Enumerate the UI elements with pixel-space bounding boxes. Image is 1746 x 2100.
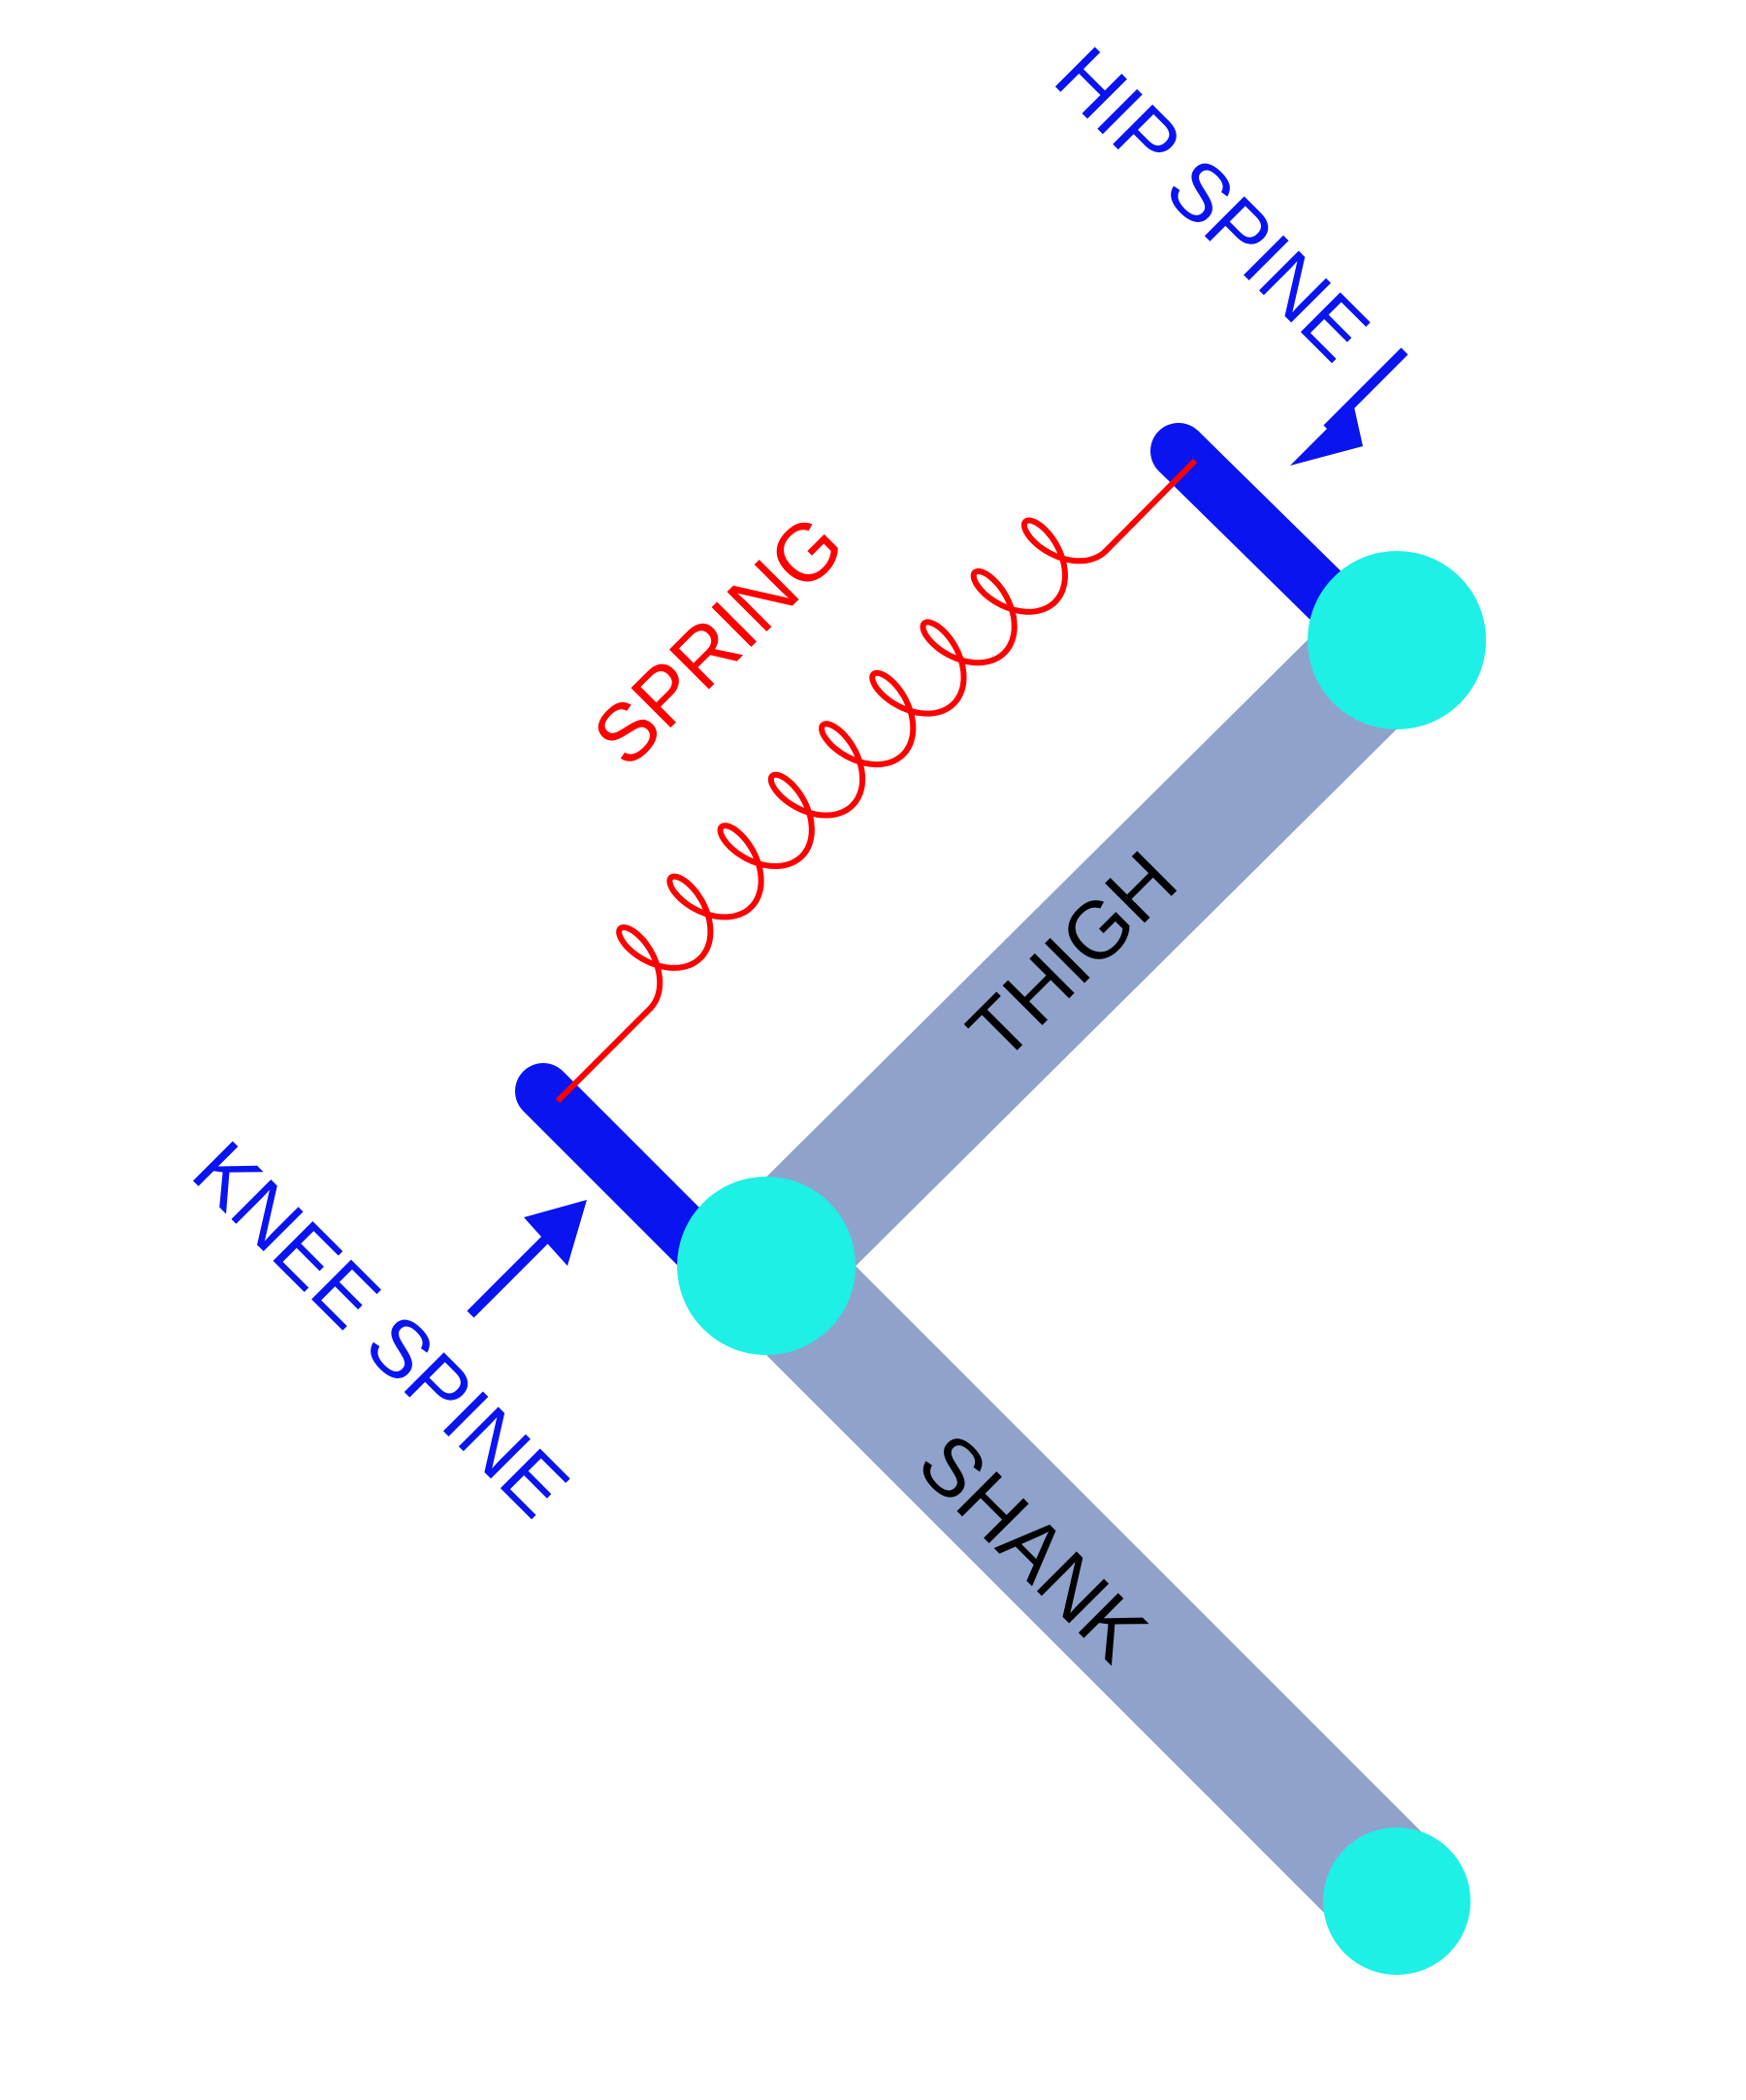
shank-segment [722, 1221, 1441, 1941]
hip-joint [1308, 551, 1486, 729]
knee-spine-label: KNEE SPINE [176, 1124, 586, 1535]
spring-coil [555, 458, 1198, 1104]
ankle-joint [1323, 1827, 1471, 1975]
knee-spine-arrow [467, 1200, 587, 1318]
hip-spine-arrow [1290, 347, 1408, 466]
hip-spine-label: HIP SPINE [1038, 30, 1386, 378]
hip-spine-bar [1150, 423, 1372, 641]
knee-joint [677, 1177, 856, 1355]
spring-label: SPRING [575, 498, 860, 783]
thigh-segment [722, 595, 1441, 1311]
